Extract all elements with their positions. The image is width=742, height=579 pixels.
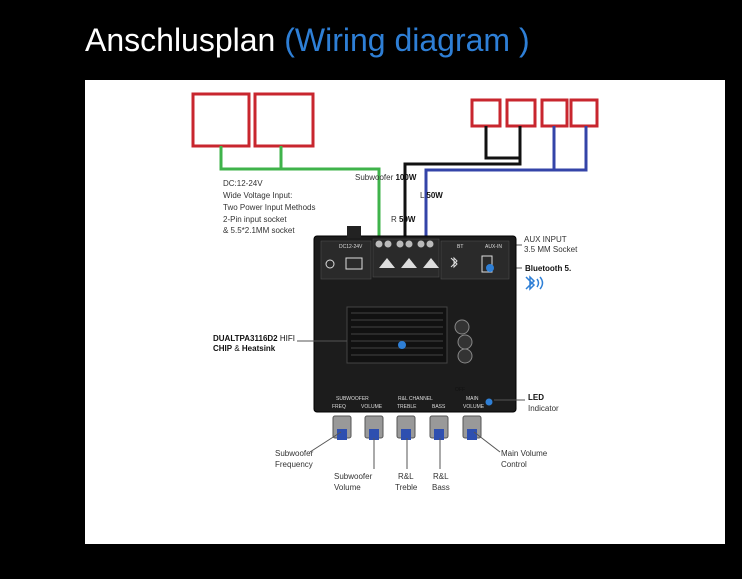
page-title: Anschlusplan (Wiring diagram ): [85, 22, 530, 59]
knob-sub-freq[interactable]: [332, 415, 352, 440]
blue-wire-to-board: [424, 168, 554, 246]
knob-label-treble-2: Treble: [395, 483, 418, 492]
amplifier-board: DC12-24V BT AUX-IN: [313, 226, 517, 413]
power-label-line2: Wide Voltage Input:: [223, 191, 292, 200]
knob-label-main-2: Control: [501, 460, 527, 469]
board-label-freq: FREQ: [332, 404, 346, 410]
heatsink: [346, 306, 448, 364]
knob-label-bass-2: Bass: [432, 483, 450, 492]
aux-label-line1: AUX INPUT: [524, 235, 567, 244]
bluetooth-indicator-dot: [486, 264, 494, 272]
power-source-box-2: [253, 92, 315, 148]
board-label-main: MAIN: [466, 396, 479, 402]
power-source-box-1: [191, 92, 251, 148]
board-label-subwoofer: SUBWOOFER: [336, 396, 369, 402]
knob-bass[interactable]: [429, 415, 449, 440]
dc-terminal-icon: [345, 257, 363, 270]
leader-lines: [297, 340, 525, 469]
board-label-treble: TREBLE: [397, 404, 417, 410]
led-label-line2: Indicator: [528, 404, 559, 413]
heatsink-fins: [351, 312, 443, 356]
board-label-dc: DC12-24V: [339, 244, 363, 250]
board-label-volume: VOLUME: [361, 404, 383, 410]
bluetooth-icon: [525, 275, 544, 291]
bluetooth-label: Bluetooth 5.: [525, 264, 571, 273]
left-output-label: L 50W: [420, 191, 443, 200]
speaker-icon-right: [423, 258, 439, 268]
right-output-power: 50W: [399, 215, 416, 224]
board-bluetooth-icon: [450, 256, 458, 269]
knob-label-treble-1: R&L: [398, 472, 414, 481]
black-wire-to-board: [403, 158, 522, 246]
board-label-main-volume: VOLUME: [463, 404, 485, 410]
speaker-box-2: [505, 98, 537, 128]
dc-socket-icon: [325, 259, 335, 269]
board-label-rl-channel: R&L CHANNEL: [398, 396, 433, 402]
chip-label-line1: DUALTPA3116D2 HIFI: [213, 334, 295, 343]
chip-label-hifi: HIFI: [278, 334, 295, 343]
aux-jack-icon: [481, 255, 493, 273]
knob-label-bass-1: R&L: [433, 472, 449, 481]
title-main: Anschlusplan: [85, 22, 276, 58]
green-power-wire: [219, 146, 283, 171]
terminal-screw-2: [384, 240, 392, 248]
chip-indicator-dot: [398, 341, 406, 349]
board-label-aux-in: AUX-IN: [485, 244, 502, 250]
board-label-bass: BASS: [432, 404, 446, 410]
chip-label-heatsink: Heatsink: [242, 344, 276, 353]
power-label-line3: Two Power Input Methods: [223, 203, 316, 212]
left-output-prefix: L: [420, 191, 426, 200]
board-label-off: OFF: [455, 387, 465, 393]
speaker-icon-left: [401, 258, 417, 268]
right-output-label: R 50W: [391, 215, 416, 224]
wiring-diagram: DC:12-24V Wide Voltage Input: Two Power …: [191, 92, 599, 492]
led-indicator-dot: [485, 398, 493, 406]
terminal-screw-5: [417, 240, 425, 248]
power-label-line4: 2-Pin input socket: [223, 215, 287, 224]
knob-sub-volume[interactable]: [364, 415, 384, 440]
knob-label-sub-freq-2: Frequency: [275, 460, 313, 469]
power-plug: [347, 226, 361, 238]
led-label-line1: LED: [528, 393, 544, 402]
chip-label-amp: &: [232, 344, 242, 353]
subwoofer-output-power: 100W: [395, 173, 416, 182]
capacitor-3: [457, 348, 473, 364]
speaker-box-1: [470, 98, 502, 128]
knob-label-sub-vol-2: Volume: [334, 483, 361, 492]
capacitor-1: [454, 319, 470, 335]
chip-label-line2: CHIP & Heatsink: [213, 344, 276, 353]
black-wire-top: [484, 126, 522, 160]
knob-main-volume[interactable]: [462, 415, 482, 440]
knob-label-sub-freq-1: Subwoofer: [275, 449, 314, 458]
blue-wire-top: [552, 126, 588, 172]
knob-treble[interactable]: [396, 415, 416, 440]
aux-label-line2: 3.5 MM Socket: [524, 245, 578, 254]
green-power-wire-to-board: [281, 167, 381, 246]
chip-label-name: DUALTPA3116D2: [213, 334, 278, 343]
capacitor-2: [457, 334, 473, 350]
terminal-screw-1: [375, 240, 383, 248]
speaker-icon-sub: [379, 258, 395, 268]
chip-label-chip: CHIP: [213, 344, 233, 353]
speaker-box-4: [569, 98, 599, 128]
power-label-line5: & 5.5*2.1MM socket: [223, 226, 295, 235]
speaker-box-3: [540, 98, 569, 128]
terminal-screw-4: [405, 240, 413, 248]
subwoofer-output-prefix: Subwoofer: [355, 173, 395, 182]
title-subtitle: (Wiring diagram ): [284, 22, 530, 58]
left-output-power: 50W: [426, 191, 443, 200]
subwoofer-output-label: Subwoofer 100W: [355, 173, 417, 182]
board-label-bt: BT: [457, 244, 463, 250]
knob-label-main-1: Main Volume: [501, 449, 548, 458]
terminal-screw-3: [396, 240, 404, 248]
power-label-line1: DC:12-24V: [223, 179, 263, 188]
right-output-prefix: R: [391, 215, 399, 224]
diagram-panel: DC:12-24V Wide Voltage Input: Two Power …: [85, 80, 725, 544]
knob-label-sub-vol-1: Subwoofer: [334, 472, 373, 481]
terminal-screw-6: [426, 240, 434, 248]
